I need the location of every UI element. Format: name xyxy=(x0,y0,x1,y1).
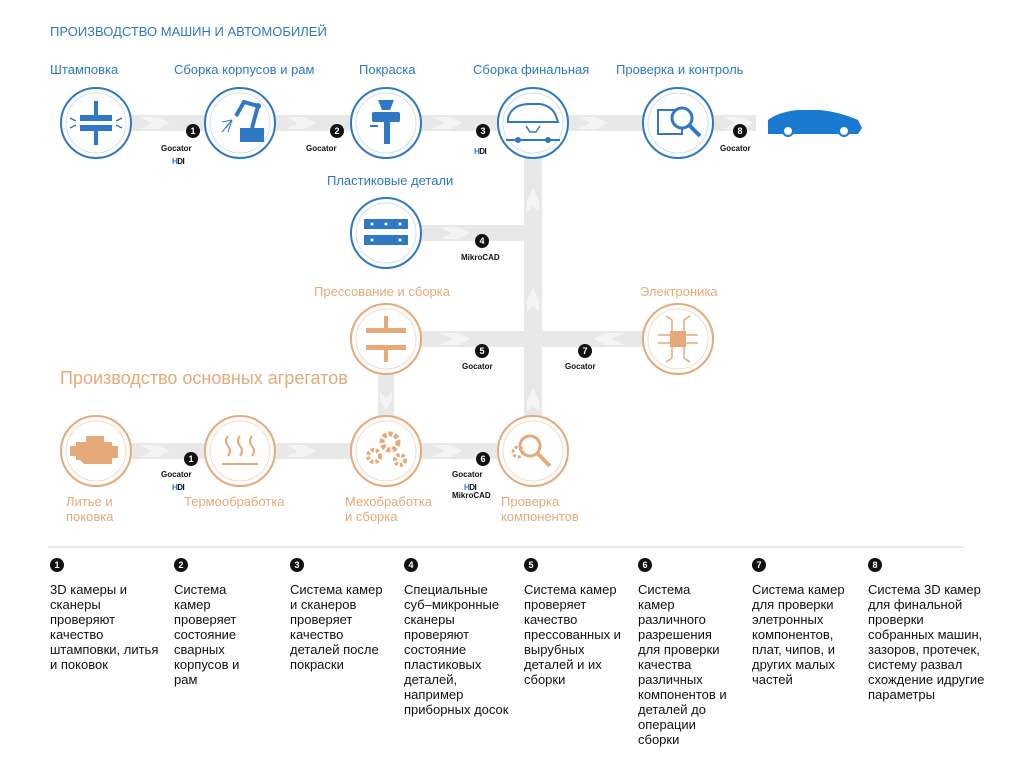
legend-item-1: 1 3D камеры и сканеры проверяют качество … xyxy=(50,558,165,672)
badge-8: 8 xyxy=(733,124,747,138)
stamping-icon xyxy=(60,87,132,159)
legend-badge: 3 xyxy=(290,558,304,572)
engine-icon xyxy=(60,415,132,487)
legend-badge: 7 xyxy=(752,558,766,572)
legend-text: Система камер для проверки элетронных ко… xyxy=(752,582,845,687)
legend-text: 3D камеры и сканеры проверяют качество ш… xyxy=(50,582,159,672)
legend-text: Система 3D камер для финальной проверки … xyxy=(868,582,985,702)
product-hdi: HDI xyxy=(464,483,477,492)
gear-magnifier-icon xyxy=(497,415,569,487)
badge-2: 2 xyxy=(330,124,344,138)
robot-welding-icon xyxy=(204,87,276,159)
page-title: ПРОИЗВОДСТВО МАШИН И АВТОМОБИЛЕЙ xyxy=(50,24,327,39)
badge-7: 7 xyxy=(578,344,592,358)
legend-badge: 1 xyxy=(50,558,64,572)
product-gocator: Gocator xyxy=(462,362,493,371)
heat-icon xyxy=(204,415,276,487)
stage-label-final-assembly: Сборка финальная xyxy=(473,62,590,77)
legend-badge: 8 xyxy=(868,558,882,572)
car-assembly-icon xyxy=(497,87,569,159)
legend-text: Система камер и сканеров проверяет качес… xyxy=(290,582,383,672)
legend-text: Система камер проверяет качество прессов… xyxy=(524,582,621,687)
magnifier-inspection-icon xyxy=(642,87,714,159)
product-gocator: Gocator xyxy=(161,470,192,479)
product-gocator: Gocator xyxy=(306,144,337,153)
press-icon xyxy=(350,303,422,375)
badge-6: 6 xyxy=(476,452,490,466)
badge-1-top: 1 xyxy=(186,124,200,138)
legend-text: Специальные суб–микронные сканеры провер… xyxy=(404,582,509,717)
stage-label-stamping: Штамповка xyxy=(50,62,119,77)
stage-label-electronics: Электроника xyxy=(640,284,718,299)
gears-icon xyxy=(350,415,422,487)
legend-text: Система камер различного разрешения для … xyxy=(638,582,727,747)
product-gocator: Gocator xyxy=(452,470,483,479)
legend-badge: 6 xyxy=(638,558,652,572)
legend-badge: 4 xyxy=(404,558,418,572)
spray-gun-icon xyxy=(350,87,422,159)
product-mikrocad: MikroCAD xyxy=(452,491,491,500)
stage-label-plastic: Пластиковые детали xyxy=(327,173,454,188)
product-gocator: Gocator xyxy=(161,144,192,153)
badge-5: 5 xyxy=(475,344,489,358)
product-hdi: HDI xyxy=(474,147,487,156)
badge-4: 4 xyxy=(475,234,489,248)
section-title: Производство основных агрегатов xyxy=(60,368,348,388)
product-mikrocad: MikroCAD xyxy=(461,253,500,262)
legend-badge: 2 xyxy=(174,558,188,572)
product-hdi: HDI xyxy=(172,157,185,166)
product-hdi: HDI xyxy=(172,483,185,492)
stage-label-heat: Термообработка xyxy=(184,494,285,509)
legend-badge: 5 xyxy=(524,558,538,572)
stage-label-painting: Покраска xyxy=(359,62,416,77)
product-gocator: Gocator xyxy=(720,144,751,153)
badge-3: 3 xyxy=(476,124,490,138)
stage-label-body-assembly: Сборка корпусов и рам xyxy=(174,62,315,77)
badge-1-bottom: 1 xyxy=(184,452,198,466)
stage-label-pressing: Прессование и сборка xyxy=(314,284,450,299)
car-icon xyxy=(768,110,862,137)
flow-arrows xyxy=(140,117,754,457)
product-gocator: Gocator xyxy=(565,362,596,371)
legend-text: Система камер проверяет состояние сварны… xyxy=(174,582,240,687)
plastic-panel-icon xyxy=(350,197,422,269)
stage-label-inspection: Проверка и контроль xyxy=(616,62,744,77)
chip-icon xyxy=(642,303,714,375)
